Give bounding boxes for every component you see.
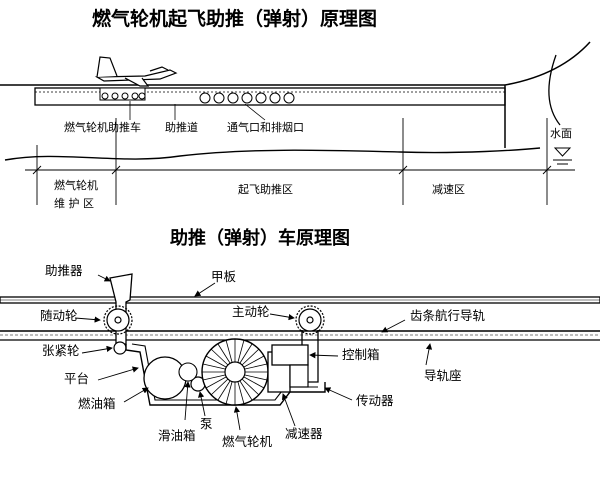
label-booster-car: 燃气轮机助推车 [64,121,141,134]
label-reducer: 减速器 [285,426,323,441]
label-zone-maint-2: 维 护 区 [54,197,94,210]
label-fuel-tank: 燃油箱 [78,396,116,411]
label-control-box: 控制箱 [342,347,380,362]
follower-wheel-shape [103,305,133,335]
booster-car-shape [99,87,146,101]
vent-holes [199,92,295,104]
label-zone-boost: 起飞助推区 [238,183,293,196]
aircraft-shape [94,56,178,87]
drive-wheel-shape [295,305,325,335]
label-tension-wheel: 张紧轮 [42,343,80,358]
bottom-diagram [0,273,600,431]
label-deck: 甲板 [211,269,237,284]
label-track: 助推道 [165,121,198,134]
tension-wheel-shape [113,341,127,355]
label-water: 水面 [550,127,572,140]
water-symbol [553,147,572,157]
label-rail-seat: 导轨座 [424,368,462,383]
top-diagram [0,41,591,205]
label-follower-wheel: 随动轮 [40,308,78,323]
label-turbine: 燃气轮机 [222,434,273,449]
label-rack-rail: 齿条航行导轨 [410,308,486,323]
ship-bow [504,41,591,148]
label-zone-maint-1: 燃气轮机 [54,179,98,192]
label-vent: 通气口和排烟口 [227,121,304,134]
top-diagram-title: 燃气轮机起飞助推（弹射）原理图 [92,8,378,30]
label-pump: 泵 [200,416,213,431]
fuel-tank-shape [143,356,187,400]
transmission-shape [289,364,309,388]
oil-tank-shape [178,362,198,382]
label-oil-tank: 滑油箱 [158,428,196,443]
label-drive-wheel: 主动轮 [232,304,270,319]
control-box-shape [271,344,309,366]
label-transmission: 传动器 [356,393,394,408]
platform-frame [125,344,326,406]
turbine-shape [201,338,269,406]
label-zone-decel: 减速区 [432,183,465,196]
label-platform: 平台 [64,371,90,386]
bottom-diagram-title: 助推（弹射）车原理图 [170,228,350,249]
hull-line [4,147,541,161]
deck-plate [0,296,600,304]
label-booster: 助推器 [45,263,83,278]
